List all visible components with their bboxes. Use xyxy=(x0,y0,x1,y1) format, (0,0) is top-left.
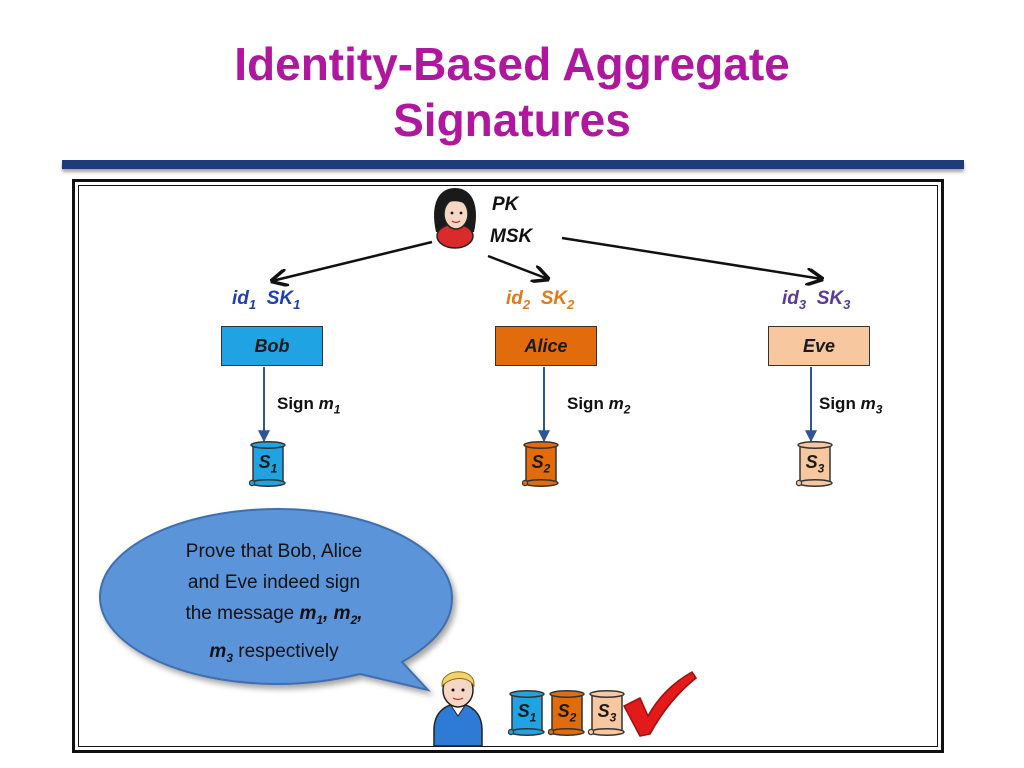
arrow-to-eve xyxy=(561,236,822,279)
bubble-line-2: and Eve indeed sign xyxy=(187,572,361,593)
user-box-alice: Alice xyxy=(495,326,597,366)
scroll-icon-agg-s3: S3 xyxy=(588,690,626,736)
diagram-frame-inner xyxy=(78,185,938,747)
scroll-icon-s3: S3 xyxy=(796,441,834,487)
scroll-icon-agg-s2: S2 xyxy=(548,690,586,736)
arrow-to-alice xyxy=(487,254,548,279)
bubble-line-4: m3 respectively xyxy=(209,640,339,665)
sign-label-alice: Sign m2 xyxy=(567,394,631,417)
scroll-icon-s2: S2 xyxy=(522,441,560,487)
id-sk-label-alice: id2 SK2 xyxy=(506,288,575,312)
user-box-bob: Bob xyxy=(221,326,323,366)
pk-label: PK xyxy=(492,194,519,215)
signature-label: S2 xyxy=(557,701,577,725)
sign-label-eve: Sign m3 xyxy=(819,394,883,417)
title-line-1: Identity-Based Aggregate xyxy=(234,38,790,90)
check-mark-icon xyxy=(622,671,698,737)
signature-label: S1 xyxy=(517,701,537,725)
bubble-line-1: Prove that Bob, Alice xyxy=(185,541,363,562)
bubble-text: Prove that Bob, Alice and Eve indeed sig… xyxy=(148,536,400,674)
scroll-icon-agg-s1: S1 xyxy=(508,690,546,736)
signature-label: S1 xyxy=(258,452,278,476)
scroll-icon-s1: S1 xyxy=(249,441,287,487)
page-title: Identity-Based Aggregate Signatures xyxy=(0,36,1024,148)
speech-bubble xyxy=(98,507,454,692)
id-sk-label-bob: id1 SK1 xyxy=(232,288,301,312)
sign-label-bob: Sign m1 xyxy=(277,394,341,417)
signature-label: S2 xyxy=(531,452,551,476)
msk-label: MSK xyxy=(490,226,533,247)
boy-avatar-icon xyxy=(433,671,483,747)
woman-avatar-icon xyxy=(434,188,476,249)
signature-label: S3 xyxy=(597,701,617,725)
user-box-eve: Eve xyxy=(768,326,870,366)
arrow-to-bob xyxy=(272,240,433,281)
bubble-line-3: the message m1, m2, xyxy=(185,603,363,627)
diagram-frame xyxy=(72,179,944,753)
id-sk-label-eve: id3 SK3 xyxy=(782,288,851,312)
signature-label: S3 xyxy=(805,452,825,476)
title-underline xyxy=(62,160,964,169)
title-line-2: Signatures xyxy=(393,94,631,146)
